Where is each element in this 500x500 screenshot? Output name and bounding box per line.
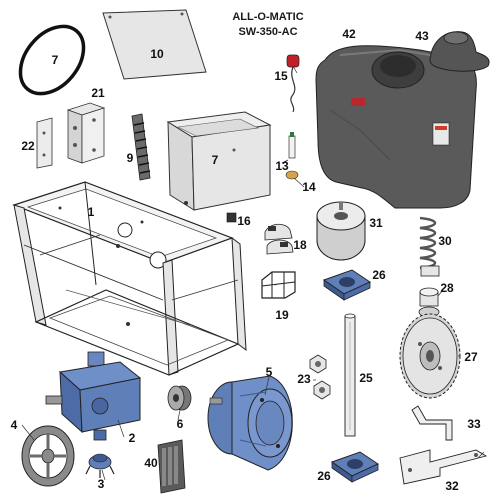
label-7: 7 — [52, 53, 59, 67]
label-18: 18 — [293, 238, 307, 252]
label-9: 7 — [212, 153, 219, 167]
label-13: 13 — [275, 159, 289, 173]
clip-set-part — [264, 223, 294, 255]
hopper-tank-part — [315, 45, 477, 209]
label-25: 25 — [359, 371, 373, 385]
label-22: 21 — [91, 86, 105, 100]
label-26-top: 26 — [372, 268, 386, 282]
label-32: 32 — [445, 479, 459, 493]
label-10: 10 — [150, 47, 164, 61]
label-15: 15 — [274, 69, 288, 83]
nut-set-part — [309, 354, 331, 400]
label-14: 14 — [302, 180, 316, 194]
label-21: 19 — [275, 308, 289, 322]
motor-part — [207, 375, 293, 471]
label-40: 40 — [144, 456, 158, 470]
fuse-holder-part — [285, 132, 299, 180]
label-30: 30 — [438, 234, 452, 248]
control-board-part — [157, 439, 186, 494]
flat-plate-part — [36, 117, 53, 169]
gear-part — [399, 313, 461, 399]
electrical-box-part — [166, 111, 272, 211]
leader-lines — [21, 65, 485, 481]
collar-part — [418, 287, 440, 318]
wire-bracket-part — [261, 271, 296, 299]
label-2: 2 — [129, 431, 136, 445]
label-27: 27 — [464, 350, 478, 364]
label-12: 9 — [127, 151, 134, 165]
mounting-block-part — [66, 102, 106, 164]
pulley-part — [167, 385, 192, 411]
spring-part — [419, 216, 440, 277]
label-28: 28 — [440, 281, 454, 295]
label-3: 3 — [98, 477, 105, 491]
label-23: 22 — [21, 139, 35, 153]
coupling-part — [85, 453, 115, 478]
flange-bearing-top-part — [322, 269, 372, 301]
switch-part — [286, 54, 300, 113]
drum-part — [316, 201, 366, 261]
hopper-lid-part — [429, 31, 490, 72]
part-labels: 7 10 15 42 43 21 22 9 7 13 14 1 16 31 18… — [11, 27, 481, 493]
title-line-1: ALL-O-MATIC — [232, 11, 303, 23]
label-5: 5 — [266, 365, 273, 379]
label-43: 43 — [415, 29, 429, 43]
drive-shaft-part — [344, 313, 356, 437]
label-19: 23 — [297, 372, 311, 386]
label-26-bottom: 26 — [317, 469, 331, 483]
top-panel-part — [102, 9, 207, 80]
small-relay-part — [226, 212, 237, 223]
flange-bearing-bottom-part — [330, 451, 380, 483]
terminal-strip-part — [131, 113, 151, 181]
label-16: 16 — [237, 214, 251, 228]
long-bracket-part — [399, 449, 488, 485]
title-line-2: SW-350-AC — [238, 26, 297, 38]
gearbox-part — [45, 351, 142, 441]
label-42: 42 — [342, 27, 356, 41]
angle-bracket-part — [411, 405, 453, 441]
main-frame-part — [12, 181, 247, 376]
handwheel-part — [21, 425, 75, 487]
label-31: 31 — [369, 216, 383, 230]
label-6: 6 — [177, 417, 184, 431]
label-33: 33 — [467, 417, 481, 431]
belt-part — [18, 24, 86, 96]
label-4: 4 — [11, 418, 18, 432]
label-1: 1 — [88, 205, 95, 219]
